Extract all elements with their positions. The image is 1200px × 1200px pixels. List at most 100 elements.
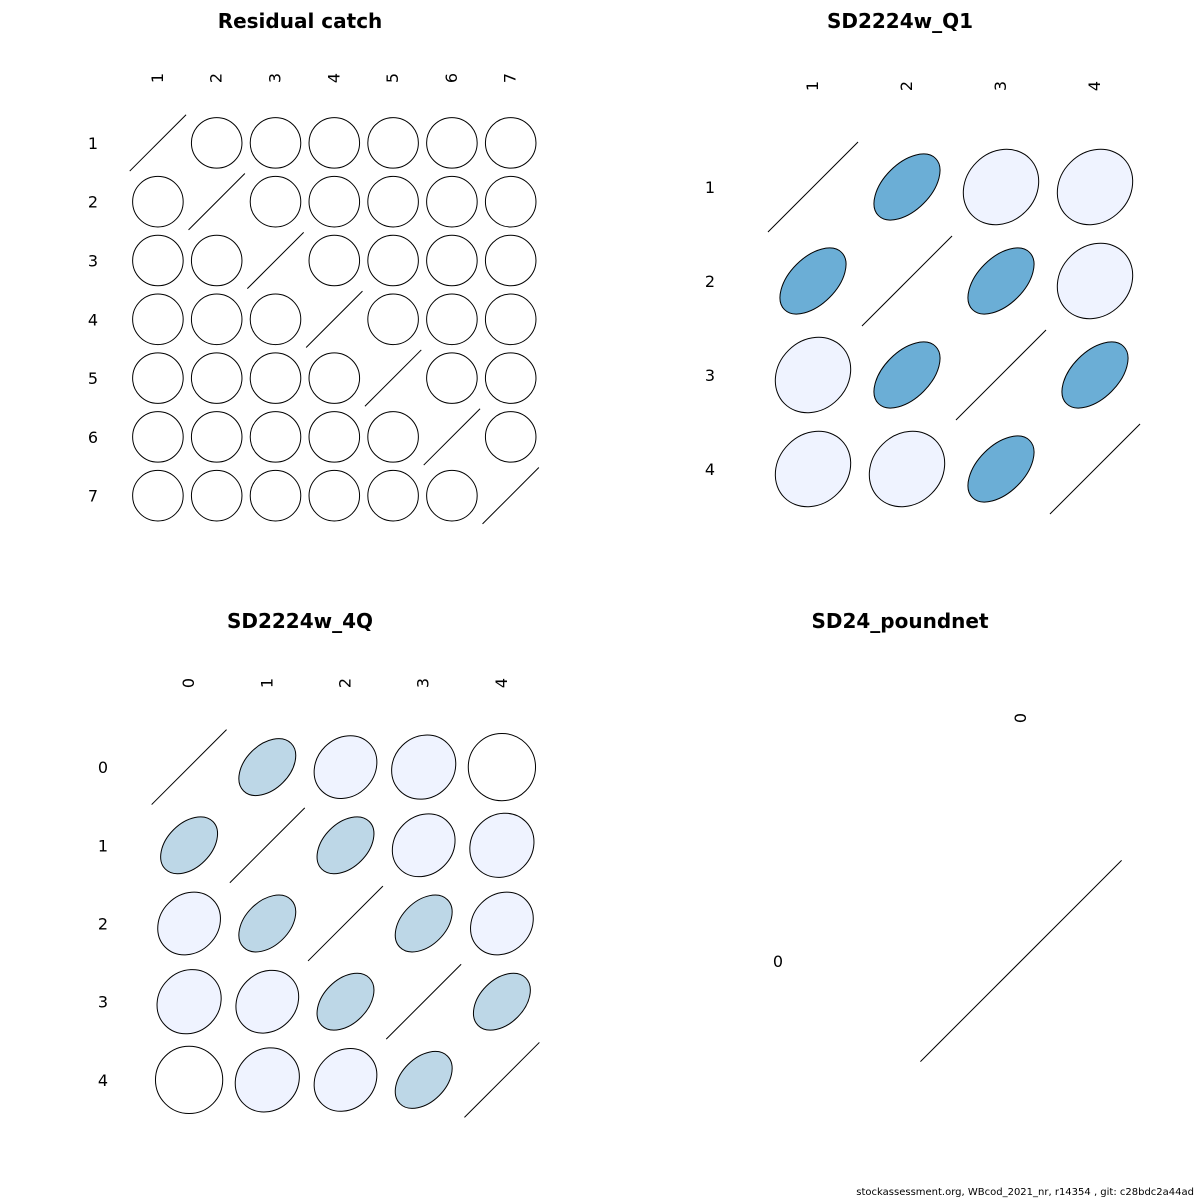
correlation-ellipse [190, 411, 243, 463]
diagonal-line [767, 141, 859, 233]
diagonal-line [1049, 423, 1141, 515]
diagonal-line [364, 349, 422, 407]
correlation-ellipse [249, 175, 302, 228]
diagonal-line [307, 885, 384, 962]
column-tick-label: 4 [492, 678, 511, 688]
correlation-ellipse [1056, 148, 1134, 226]
correlation-ellipse [234, 1047, 300, 1113]
correlation-ellipse [426, 175, 478, 228]
correlation-ellipse [469, 812, 535, 878]
correlation-ellipse [873, 153, 941, 221]
column-tick-label: 1 [257, 678, 276, 688]
panel-sd24-poundnet: SD24_poundnet 00 [773, 609, 1122, 1062]
correlation-ellipse [160, 816, 219, 875]
correlation-ellipse [391, 813, 456, 878]
correlation-ellipse [394, 894, 453, 953]
row-tick-label: 3 [705, 366, 715, 385]
correlation-ellipse [132, 411, 184, 463]
chart-title: SD2224w_4Q [227, 609, 373, 633]
column-tick-label: 1 [803, 81, 822, 91]
correlation-ellipse [391, 734, 457, 800]
row-tick-label: 5 [88, 369, 98, 388]
correlation-ellipse [484, 352, 537, 404]
correlation-ellipse [426, 352, 478, 404]
diagonal-line [920, 860, 1122, 1062]
row-tick-label: 2 [88, 193, 98, 212]
correlation-ellipse [308, 175, 361, 228]
correlation-ellipse [472, 972, 531, 1031]
correlation-ellipse [316, 816, 375, 875]
row-tick-label: 2 [705, 272, 715, 291]
correlation-ellipse [249, 411, 302, 463]
correlation-ellipse [154, 1045, 224, 1115]
correlation-ellipse [157, 891, 221, 956]
correlation-ellipse [868, 430, 946, 508]
diagonal-line [305, 290, 363, 348]
correlation-ellipse [426, 469, 478, 522]
column-tick-label: 1 [148, 73, 167, 83]
column-tick-label: 0 [179, 678, 198, 688]
footer-credit: stockassessment.org, WBcod_2021_nr, r143… [856, 1187, 1194, 1198]
correlation-ellipse [967, 247, 1035, 315]
column-tick-label: 2 [897, 81, 916, 91]
diagonal-line [246, 231, 305, 290]
correlation-ellipse [1056, 242, 1134, 320]
chart-title: SD24_poundnet [811, 609, 988, 633]
correlation-ellipse [313, 1048, 378, 1112]
correlation-ellipse [190, 117, 243, 169]
correlation-ellipse [238, 894, 297, 953]
column-tick-label: 3 [991, 81, 1010, 91]
correlation-ellipse [156, 969, 222, 1035]
correlation-ellipse [367, 117, 419, 169]
correlation-ellipse [484, 175, 537, 228]
correlation-ellipse [1061, 341, 1129, 409]
row-tick-label: 1 [705, 178, 715, 197]
row-tick-label: 6 [88, 428, 98, 447]
correlation-ellipse [367, 293, 419, 346]
correlation-ellipse [308, 469, 361, 522]
correlation-ellipse [308, 117, 361, 169]
correlation-ellipse [132, 469, 184, 522]
column-tick-label: 3 [414, 678, 433, 688]
correlation-ellipse [484, 234, 537, 287]
correlation-ellipse [426, 293, 478, 346]
row-tick-label: 0 [773, 952, 783, 971]
correlation-ellipse [779, 247, 847, 315]
correlation-ellipse [132, 293, 184, 346]
row-tick-label: 4 [98, 1071, 108, 1090]
column-tick-label: 3 [266, 73, 285, 83]
row-tick-label: 1 [88, 134, 98, 153]
correlation-ellipse [962, 148, 1040, 226]
correlation-ellipse [467, 732, 537, 802]
column-tick-label: 2 [336, 678, 355, 688]
row-tick-label: 3 [88, 252, 98, 271]
row-tick-label: 4 [88, 310, 98, 329]
correlation-ellipse [132, 175, 184, 228]
correlation-ellipse [426, 234, 478, 287]
column-tick-label: 4 [1085, 81, 1104, 91]
correlation-ellipse [313, 735, 378, 799]
correlation-ellipse [190, 469, 243, 522]
correlation-ellipse [367, 175, 419, 228]
correlation-ellipse [190, 352, 243, 404]
column-tick-label: 6 [442, 73, 461, 83]
correlation-ellipse [367, 469, 419, 522]
correlation-ellipse [367, 234, 419, 287]
row-tick-label: 7 [88, 487, 98, 506]
correlation-ellipse [308, 352, 361, 404]
correlation-ellipse [308, 234, 361, 287]
diagonal-line [482, 467, 540, 525]
row-tick-label: 1 [98, 836, 108, 855]
correlation-ellipse [484, 411, 537, 463]
correlation-ellipse [484, 117, 537, 169]
row-tick-label: 2 [98, 915, 108, 934]
row-tick-label: 3 [98, 993, 108, 1012]
correlation-ellipse [316, 972, 375, 1031]
correlation-ellipse [394, 1050, 453, 1109]
row-tick-label: 0 [98, 758, 108, 777]
correlation-ellipse [249, 117, 302, 169]
correlation-ellipse [132, 352, 184, 404]
